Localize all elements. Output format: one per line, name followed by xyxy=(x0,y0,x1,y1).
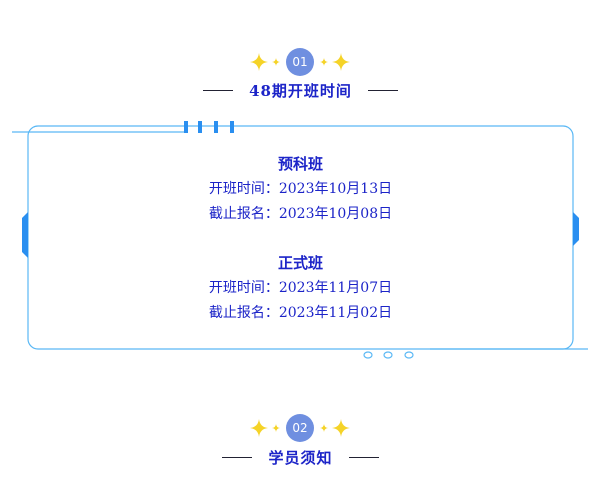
class-title: 正式班 xyxy=(277,254,323,272)
section-header-2: 02 学员须知 xyxy=(0,414,601,474)
sparkle-icon xyxy=(250,53,268,71)
section-title: 学员须知 xyxy=(268,449,333,467)
sparkle-icon xyxy=(272,58,280,66)
start-date: 2023年11月07日 xyxy=(278,280,393,296)
section-header-1: 01 48期开班时间 xyxy=(0,48,601,108)
start-date-line: 开班时间：2023年11月07日 xyxy=(28,276,573,301)
start-label: 开班时间： xyxy=(208,181,279,197)
start-label: 开班时间： xyxy=(208,280,279,296)
class-block-preparatory: 预科班 开班时间：2023年10月13日 截止报名：2023年10月08日 xyxy=(28,152,573,227)
schedule-card: 预科班 开班时间：2023年10月13日 截止报名：2023年10月08日 正式… xyxy=(28,135,573,347)
sparkle-icon xyxy=(332,419,350,437)
divider-right xyxy=(368,90,398,91)
class-block-formal: 正式班 开班时间：2023年11月07日 截止报名：2023年11月02日 xyxy=(28,251,573,326)
divider-left xyxy=(222,457,252,458)
sparkle-icon xyxy=(250,419,268,437)
sparkle-icon xyxy=(320,424,328,432)
deadline-line: 截止报名：2023年11月02日 xyxy=(28,301,573,326)
class-title: 预科班 xyxy=(277,155,323,173)
section-title: 48期开班时间 xyxy=(249,82,352,100)
section-number-badge: 01 xyxy=(286,48,314,76)
deadline-date: 2023年11月02日 xyxy=(278,305,393,321)
deadline-date: 2023年10月08日 xyxy=(278,206,393,222)
sparkle-icon xyxy=(272,424,280,432)
dot-icon xyxy=(363,351,414,359)
deadline-line: 截止报名：2023年10月08日 xyxy=(28,202,573,227)
deadline-label: 截止报名： xyxy=(208,206,279,222)
divider-right xyxy=(349,457,379,458)
divider-left xyxy=(203,90,233,91)
start-date-line: 开班时间：2023年10月13日 xyxy=(28,177,573,202)
deadline-label: 截止报名： xyxy=(208,305,279,321)
sparkle-icon xyxy=(320,58,328,66)
schedule-card-frame xyxy=(12,121,588,359)
start-date: 2023年10月13日 xyxy=(278,181,393,197)
tab-marker-icon xyxy=(184,121,234,133)
sparkle-icon xyxy=(332,53,350,71)
section-number-badge: 02 xyxy=(286,414,314,442)
